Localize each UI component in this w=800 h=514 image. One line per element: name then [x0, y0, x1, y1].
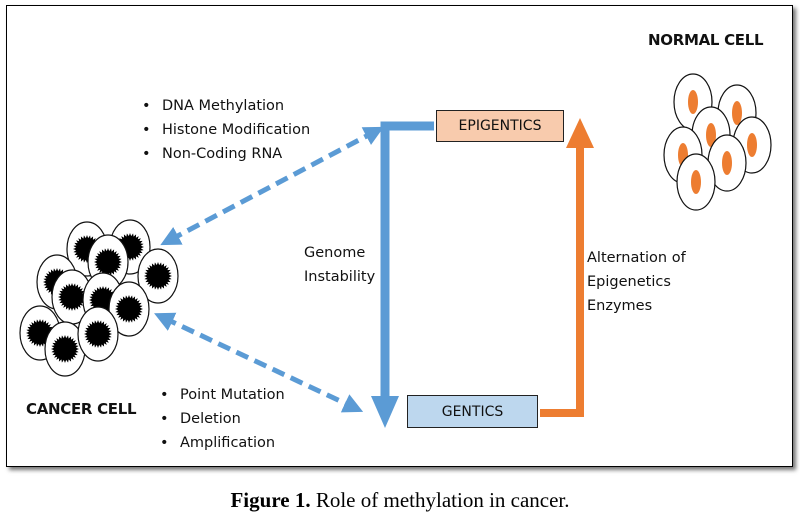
enzyme-alteration-line3: Enzymes [587, 298, 653, 314]
enzyme-alteration-label: Alternation of Epigenetics Enzymes [587, 246, 686, 318]
genome-instability-line1: Genome [304, 245, 366, 261]
enzyme-alteration-line2: Epigenetics [587, 274, 671, 290]
cancer-cell-cluster [19, 219, 179, 377]
cancer-cell [108, 281, 150, 337]
figure-caption-label: Figure 1. [230, 488, 311, 512]
epigenetic-factor-list: DNA Methylation Histone Modification Non… [136, 94, 310, 166]
genome-instability-arrowhead [371, 396, 399, 428]
genetic-factor-list: Point Mutation Deletion Amplification [154, 383, 285, 455]
cell-nucleus [688, 90, 698, 114]
epigenetics-box-label: EPIGENTICS [458, 118, 542, 134]
genetics-box-label: GENTICS [441, 403, 504, 420]
genome-instability-label: Genome Instability [304, 241, 375, 289]
enzyme-alteration-line1: Alternation of [587, 250, 686, 266]
list-item: Deletion [154, 407, 285, 431]
list-item: Histone Modification [136, 118, 310, 142]
genetics-box: GENTICS [407, 395, 538, 428]
figure-caption: Figure 1. Role of methylation in cancer. [0, 488, 800, 513]
list-item: Amplification [154, 431, 285, 455]
cell-nucleus [84, 320, 112, 348]
cell-nucleus [144, 262, 172, 290]
cell-nucleus [115, 295, 143, 323]
cell-nucleus [94, 248, 122, 276]
dashed-arrow-genetics-cancer [154, 312, 364, 413]
cell-nucleus [706, 123, 716, 147]
figure-caption-text: Role of methylation in cancer. [310, 488, 570, 512]
list-item: Non-Coding RNA [136, 142, 310, 166]
genome-instability-line2: Instability [304, 269, 376, 285]
cell-nucleus [732, 101, 742, 125]
cell-nucleus [722, 151, 732, 175]
cancer-cell [44, 321, 86, 377]
normal-cell [707, 134, 747, 192]
cancer-cell [51, 269, 93, 325]
normal-cell [676, 153, 716, 211]
cell-nucleus [51, 335, 79, 363]
cell-nucleus [747, 133, 757, 157]
epigenetics-box: EPIGENTICS [436, 110, 564, 142]
enzyme-alteration-arrowhead [566, 118, 594, 148]
genome-instability-arrow [380, 121, 434, 397]
list-item: Point Mutation [154, 383, 285, 407]
list-item: DNA Methylation [136, 94, 310, 118]
cell-nucleus [691, 170, 701, 194]
cell-nucleus [58, 283, 86, 311]
cancer-cell [137, 248, 179, 304]
cancer-cell-label: CANCER CELL [26, 400, 137, 418]
normal-cell-label: NORMAL CELL [648, 31, 764, 49]
cancer-cell [77, 306, 119, 362]
normal-cell-cluster [663, 73, 772, 211]
enzyme-alteration-arrow [540, 146, 584, 417]
